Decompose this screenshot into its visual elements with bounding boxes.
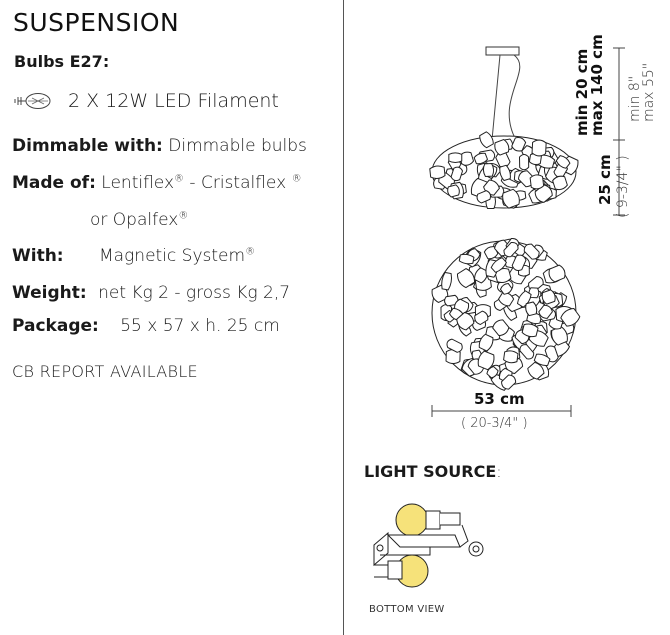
petal (494, 138, 510, 156)
petal (456, 311, 475, 331)
bulb-top (395, 503, 429, 537)
spec-package-value: 55 x 57 x h. 25 cm (120, 316, 280, 336)
petal (492, 319, 510, 337)
ceiling-canopy (485, 46, 520, 56)
spec-with-value: Magnetic System (99, 246, 246, 266)
lamp-top-view (431, 237, 581, 391)
petal (541, 289, 556, 305)
bulb-spec-row: 2 X 12W LED Filament (14, 90, 279, 112)
petal (477, 350, 495, 371)
petal (429, 165, 446, 179)
petal (473, 152, 489, 165)
registered-mark: ® (174, 173, 185, 185)
spec-dimmable: Dimmable with: Dimmable bulbs (12, 136, 307, 156)
spec-made-of-value: Lentiflex (101, 173, 175, 193)
cable-length-in: min 8" max 55" (627, 62, 657, 122)
product-title: SUSPENSION (13, 8, 180, 37)
petal (521, 323, 539, 338)
spec-weight-label: Weight: (12, 283, 87, 303)
petal (519, 344, 535, 360)
petal (499, 283, 513, 295)
power-cable (508, 54, 521, 141)
spec-made-of: Made of: Lentiflex® - Cristalflex ® (12, 173, 302, 193)
spec-weight-value: net Kg 2 - gross Kg 2,7 (98, 283, 291, 303)
spec-made-of-value3: or Opalfex (90, 210, 179, 230)
height-cm: 25 cm (596, 154, 614, 205)
petal (450, 166, 464, 182)
registered-mark: ® (178, 210, 189, 222)
petal (516, 290, 532, 308)
suspension-cable (491, 54, 501, 141)
petal (531, 139, 547, 157)
spec-with: With: Magnetic System® (12, 246, 255, 266)
petal (448, 152, 463, 164)
spec-package-label: Package: (12, 316, 99, 336)
petal (482, 162, 495, 178)
petal (479, 131, 494, 149)
petal (527, 361, 545, 380)
dimension-drawings (429, 46, 625, 417)
petal (503, 350, 519, 364)
petal (548, 264, 566, 283)
width-cm: 53 cm (474, 390, 525, 408)
bottom-view-label: BOTTOM VIEW (369, 604, 445, 615)
petal (458, 253, 475, 265)
spec-dimmable-label: Dimmable with: (12, 136, 163, 156)
cable-max-in: max 55" (641, 62, 657, 122)
spec-with-label: With: (12, 246, 64, 266)
filament-bulb-icon (14, 93, 51, 109)
petal (533, 353, 551, 366)
petal (499, 164, 511, 182)
spec-made-of-line2: or Opalfex® (90, 210, 188, 230)
petal (523, 243, 540, 260)
petal (511, 137, 527, 152)
petal (511, 254, 527, 271)
light-source-colon: : (496, 462, 502, 481)
petal (441, 271, 453, 291)
petal (456, 268, 476, 289)
spec-made-of-label: Made of: (12, 173, 96, 193)
width-in: ( 20-3/4" ) (461, 416, 528, 431)
petal (560, 307, 581, 327)
lamp-side-view (429, 131, 579, 210)
petal (486, 365, 499, 379)
petal (445, 349, 461, 365)
petal (525, 301, 538, 317)
cb-report-note: CB REPORT AVAILABLE (12, 362, 198, 381)
spec-made-of-value2: - Cristalflex (184, 173, 292, 193)
registered-mark: ® (245, 246, 256, 258)
spec-package: Package: 55 x 57 x h. 25 cm (12, 316, 280, 336)
light-source-label: LIGHT SOURCE (364, 462, 497, 481)
height-in: ( 9-3/4" ) (615, 155, 631, 218)
petal (474, 310, 489, 326)
petal (534, 184, 553, 203)
petal (551, 325, 568, 346)
petal (538, 304, 553, 319)
petal (447, 184, 460, 198)
petal (483, 246, 499, 260)
light-source-heading: LIGHT SOURCE: (364, 462, 502, 481)
light-source-drawing (373, 503, 484, 588)
spec-weight: Weight: net Kg 2 - gross Kg 2,7 (12, 283, 290, 303)
petal (555, 155, 571, 169)
petal (490, 257, 507, 273)
bulb-spec-text: 2 X 12W LED Filament (68, 90, 279, 112)
bulbs-label: Bulbs E27: (14, 52, 110, 71)
petal (503, 241, 519, 258)
cable-min-in: min 8" (627, 75, 643, 122)
petal (444, 294, 459, 307)
cable-max-cm: max 140 cm (588, 34, 606, 136)
petal (518, 153, 530, 171)
petal (529, 174, 545, 190)
column-divider (343, 0, 344, 635)
petal (552, 175, 568, 191)
petal (476, 190, 492, 204)
registered-mark: ® (291, 173, 302, 185)
spec-dimmable-value: Dimmable bulbs (168, 136, 307, 156)
petal (446, 338, 463, 353)
petal (478, 333, 494, 352)
petal (502, 188, 520, 209)
petal (501, 374, 517, 390)
cable-length-cm: min 20 cm max 140 cm (573, 34, 606, 136)
